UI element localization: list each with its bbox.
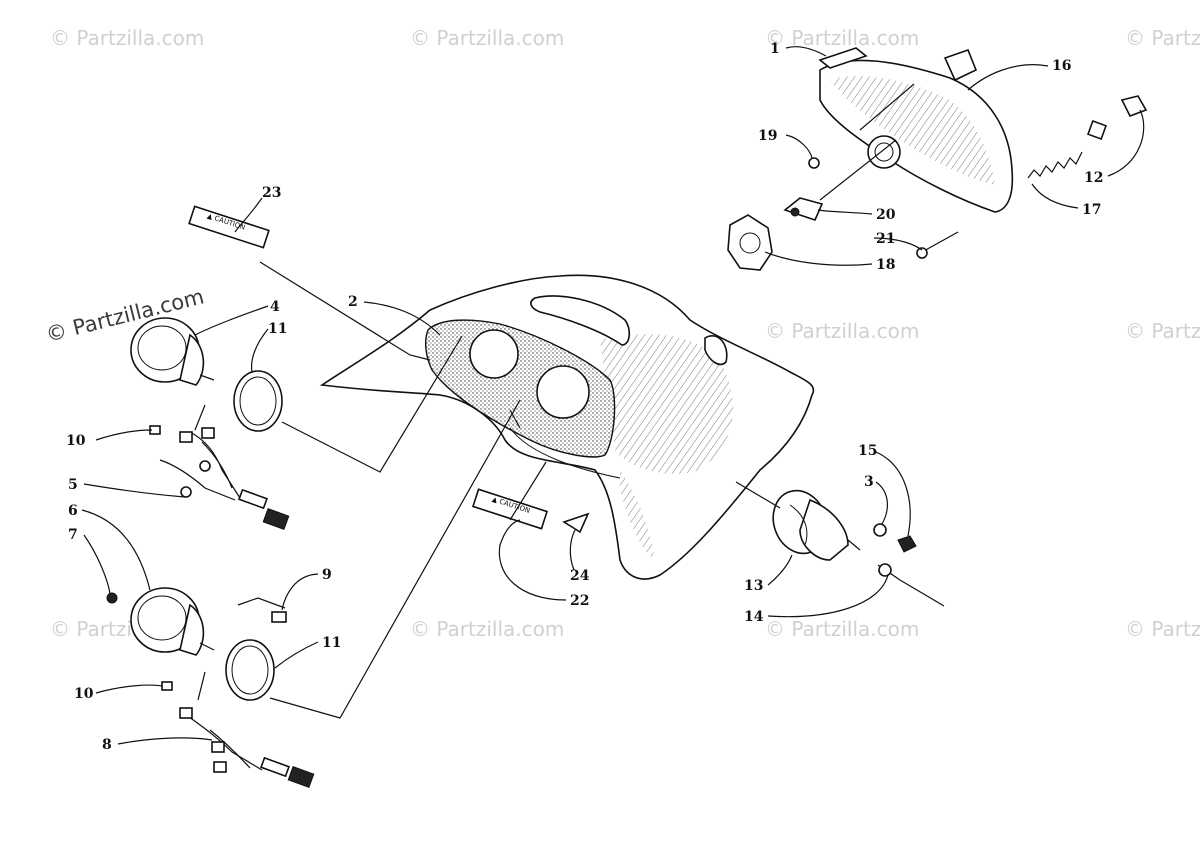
callout-14: 14: [744, 609, 764, 625]
callout-16: 16: [1052, 58, 1071, 74]
watermark: © Partzilla.com: [765, 617, 919, 641]
callout-23: 23: [262, 185, 281, 201]
callout-9: 9: [322, 567, 332, 583]
upper-harness: [149, 425, 290, 530]
hood-panel: [319, 274, 815, 580]
headlight-assembly: [727, 47, 1148, 271]
upper-gauge: [130, 317, 283, 432]
callout-2: 2: [348, 294, 358, 310]
vent-housing: [772, 489, 945, 607]
callout-10-upper: 10: [66, 433, 86, 449]
callout-10-lower: 10: [74, 686, 94, 702]
callout-24: 24: [570, 568, 590, 584]
callout-20: 20: [876, 207, 896, 223]
callout-11-upper: 11: [268, 321, 287, 337]
callout-18: 18: [876, 257, 895, 273]
callout-5: 5: [68, 477, 78, 493]
leader-lines: [81, 46, 1145, 745]
callout-7: 7: [68, 527, 78, 543]
callout-11-lower: 11: [322, 635, 341, 651]
lower-harness: [161, 611, 315, 788]
watermark: © Partzilla.com: [410, 26, 564, 50]
callout-22: 22: [570, 593, 589, 609]
watermark: © Partzilla.com: [410, 617, 564, 641]
watermark: © Partzilla.com: [1125, 617, 1200, 641]
callout-21: 21: [876, 231, 895, 247]
callout-12: 12: [1084, 170, 1103, 186]
callout-6: 6: [68, 503, 78, 519]
callout-17: 17: [1082, 202, 1101, 218]
watermark: © Partzilla.com: [50, 26, 204, 50]
callout-8: 8: [102, 737, 112, 753]
decal-23: ▲ CAUTION: [188, 205, 270, 249]
callout-19: 19: [758, 128, 777, 144]
callout-labels: 1 16 19 12 17 20 21 18 23 2 4 11 10 5 6 …: [66, 41, 1103, 753]
watermark: © Partzilla.com: [765, 319, 919, 343]
callout-1: 1: [770, 41, 780, 57]
decal-22: ▲ CAUTION: [471, 488, 549, 530]
callout-15: 15: [858, 443, 877, 459]
callout-3: 3: [864, 474, 874, 490]
callout-4: 4: [270, 299, 280, 315]
watermark: © Partzilla.com: [765, 26, 919, 50]
callout-13: 13: [744, 578, 763, 594]
watermark: © Partzilla.com: [1125, 319, 1200, 343]
decal-24: [562, 512, 590, 534]
watermark: © Partzilla.com: [1125, 26, 1200, 50]
lower-gauge: [106, 587, 275, 701]
